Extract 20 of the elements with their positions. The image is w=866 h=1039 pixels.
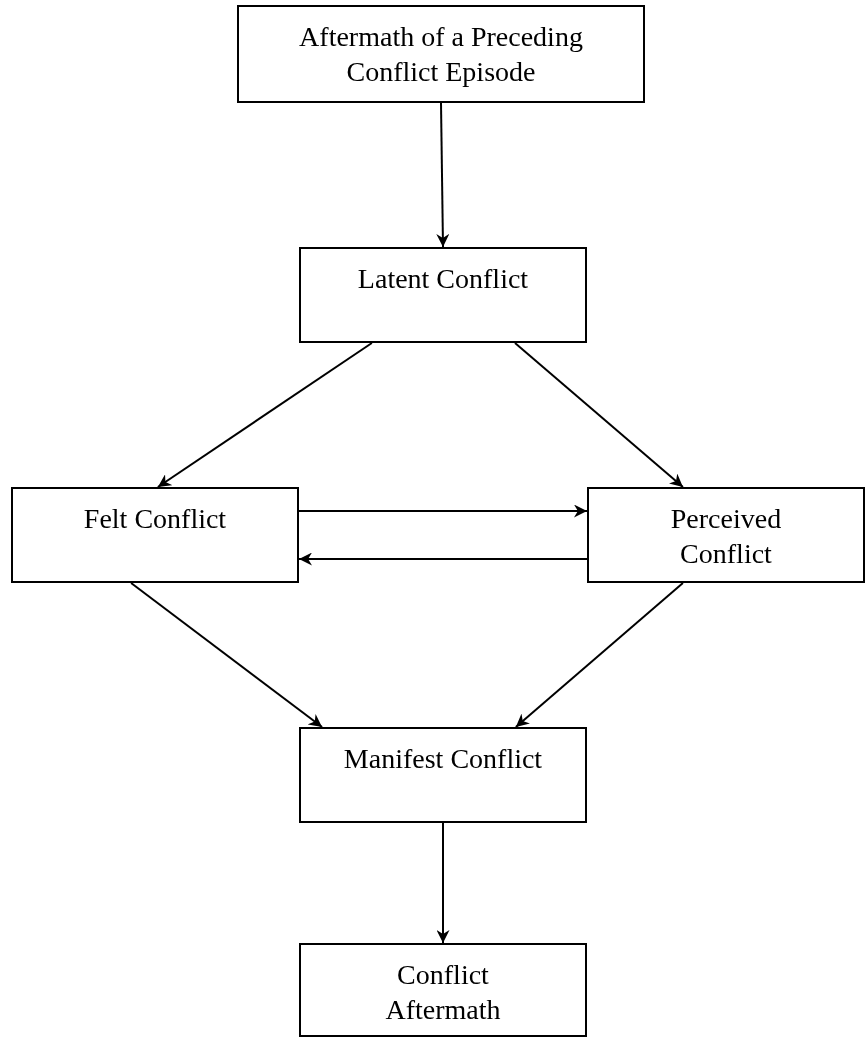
process-box [299, 727, 587, 823]
process-box [299, 247, 587, 343]
process-box [237, 5, 645, 103]
node-label: Conflict Aftermath [384, 958, 502, 1027]
arrow [514, 342, 684, 488]
node-label: Felt Conflict [82, 502, 228, 536]
node-label: Manifest Conflict [342, 742, 544, 776]
arrow [130, 582, 324, 728]
process-box [587, 487, 865, 583]
process-box [11, 487, 299, 583]
arrow [298, 552, 588, 566]
arrow [514, 582, 684, 728]
node-label: Latent Conflict [356, 262, 530, 296]
arrow [298, 504, 588, 518]
process-box [299, 943, 587, 1037]
arrow [156, 342, 373, 488]
arrow [436, 822, 450, 944]
arrow [436, 102, 450, 248]
node-label: Perceived Conflict [669, 502, 783, 571]
node-label: Aftermath of a Preceding Conflict Episode [298, 20, 584, 89]
